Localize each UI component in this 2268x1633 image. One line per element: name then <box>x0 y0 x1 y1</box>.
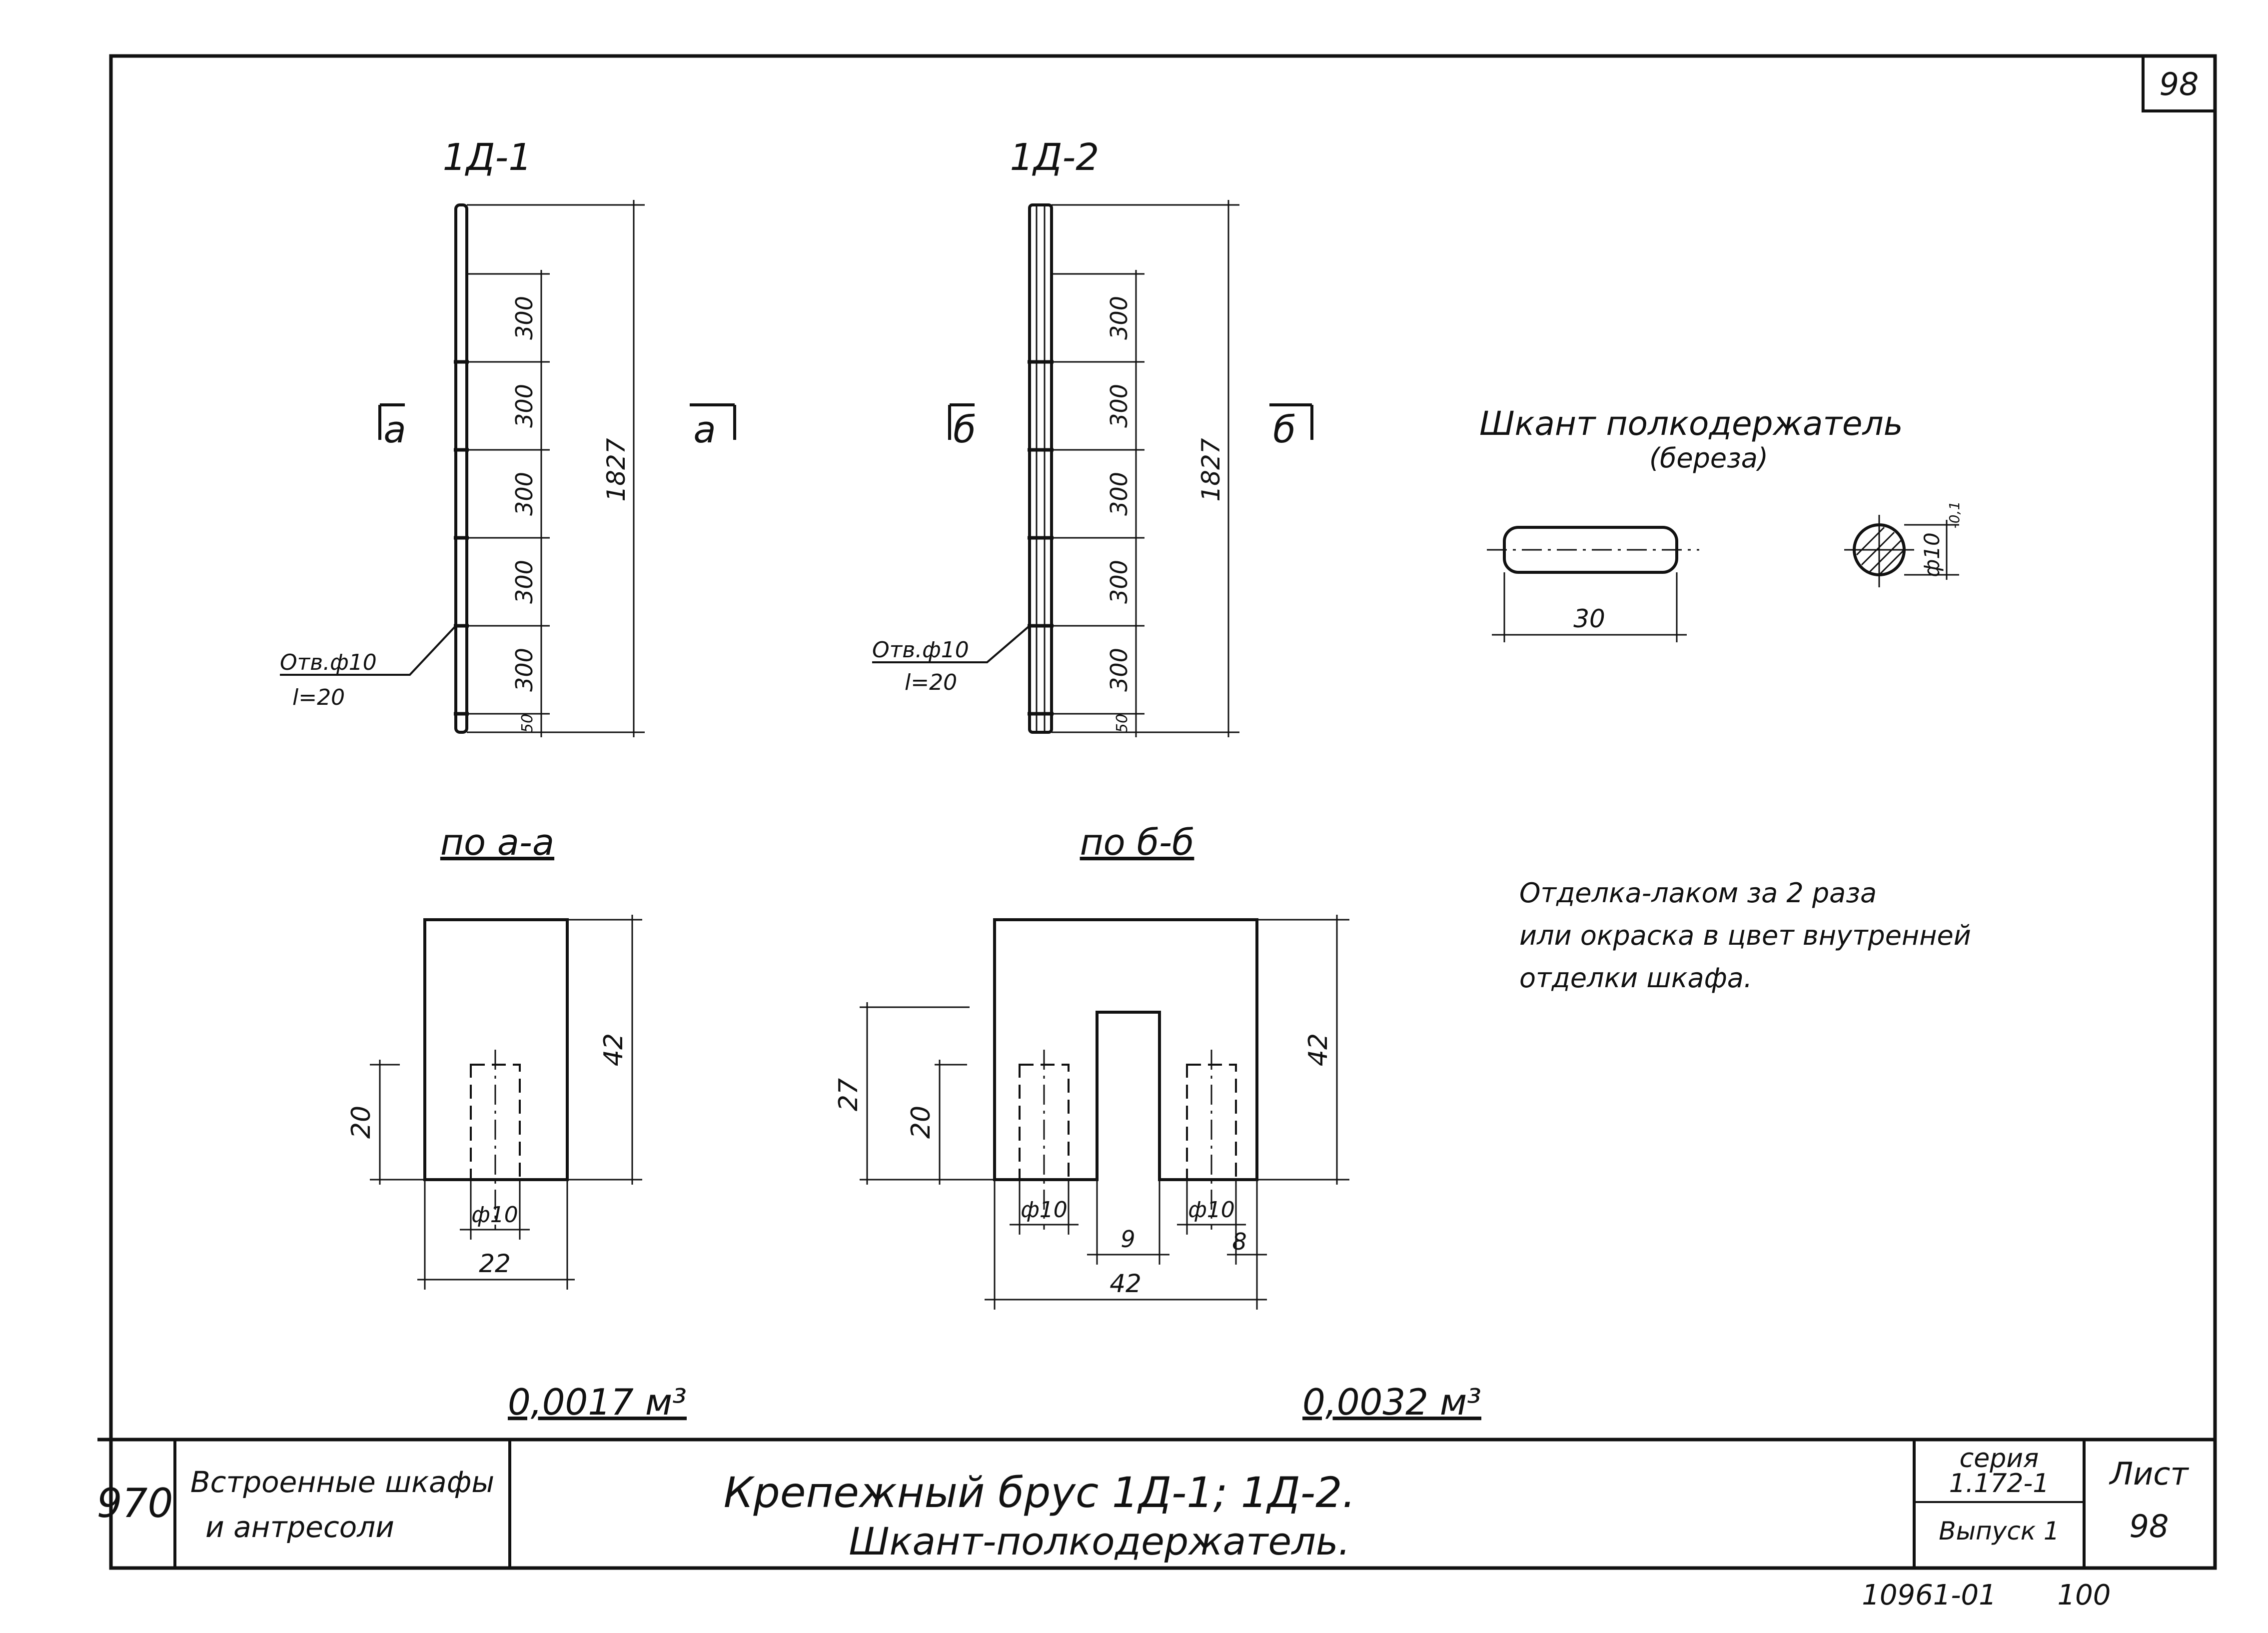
section-b-slot-width: 9 <box>1121 1226 1135 1253</box>
dowel-material: (береза) <box>1649 442 1768 474</box>
drawing-title-1: Крепежный брус 1Д-1; 1Д-2. <box>724 1468 1356 1517</box>
section-b-width: 42 <box>1110 1269 1141 1298</box>
hole-marks-1d2 <box>1028 360 1054 716</box>
extension-lines-1d1 <box>467 200 645 737</box>
section-a-hole-dia: ф10 <box>471 1202 518 1228</box>
dim-1d2-5: 50 <box>1114 714 1131 733</box>
note-line-1: Отделка-лаком за 2 раза <box>1519 877 1877 909</box>
finish-note: Отделка-лаком за 2 раза или окраска в цв… <box>1519 877 1971 994</box>
dim-1d2-3: 300 <box>1106 560 1133 604</box>
dowel-tolerance: -0,1 <box>1946 501 1963 529</box>
section-a-title: по а-а <box>440 821 554 863</box>
dim-1d1-total: 1827 <box>602 438 631 501</box>
bar-1d2-outer <box>1028 203 1053 734</box>
dim-1d2-4: 300 <box>1106 648 1133 692</box>
section-mark-right-1d2-label: б <box>1273 408 1296 451</box>
dowel-dia: ф10 <box>1920 532 1944 577</box>
dowel-title: Шкант полкодержатель <box>1479 404 1903 443</box>
title-code: 970 <box>97 1480 173 1527</box>
dim-1d2-0: 300 <box>1106 296 1133 340</box>
section-mark-left-1d2-label: б <box>953 408 976 451</box>
section-a-volume: 0,0017 м³ <box>508 1381 687 1423</box>
title-block: 970 Встроенные шкафы и антресоли Крепежн… <box>97 1438 2215 1568</box>
section-b: по б-б 42 27 20 ф10 ф10 9 <box>834 821 1481 1423</box>
section-a-height: 42 <box>599 1033 629 1066</box>
section-b-height: 42 <box>1303 1033 1333 1066</box>
detail-1d1: 1Д-1 300 300 300 300 300 50 1827 <box>280 136 736 737</box>
dim-1d1-0: 300 <box>511 296 538 340</box>
section-b-edge: 8 <box>1232 1228 1246 1255</box>
dim-1d1-5: 50 <box>519 714 536 733</box>
section-mark-left-1d1-label: а <box>383 408 406 451</box>
note-line-3: отделки шкафа. <box>1519 962 1752 994</box>
section-b-volume: 0,0032 м³ <box>1302 1381 1481 1423</box>
hole-depth-1d2: l=20 <box>905 670 957 695</box>
section-b-hole-dia-left: ф10 <box>1021 1197 1068 1223</box>
doc-number: 10961-01 <box>1862 1579 1997 1612</box>
dim-1d1-4: 300 <box>511 648 538 692</box>
sheet-frame <box>109 54 2217 1570</box>
dim-1d1-2: 300 <box>511 472 538 516</box>
title-category-2: и антресоли <box>205 1510 394 1544</box>
section-mark-right-1d1-label: а <box>693 408 716 451</box>
dim-1d1-1: 300 <box>511 384 538 428</box>
series-value: 1.172-1 <box>1949 1469 2050 1499</box>
sheet-number-box <box>2142 54 2217 112</box>
bar-1d1 <box>454 203 468 734</box>
section-a-width: 22 <box>479 1249 511 1278</box>
hole-note-1d2: Отв.ф10 <box>872 637 969 663</box>
dim-1d2-total: 1827 <box>1196 438 1225 501</box>
drawing-title-2: Шкант-полкодержатель. <box>849 1519 1350 1564</box>
leader-1d2 <box>872 625 1031 663</box>
section-b-slot-depth: 27 <box>834 1078 864 1111</box>
dim-1d1-3: 300 <box>511 560 538 604</box>
title-category-1: Встроенные шкафы <box>190 1465 494 1499</box>
dowel: Шкант полкодержатель (береза) 30 ф10 -0,… <box>1479 404 1963 642</box>
series-label: серия <box>1960 1444 2039 1474</box>
section-b-hole-dia-right: ф10 <box>1188 1197 1235 1223</box>
section-b-body <box>993 918 1258 1181</box>
section-a-body <box>423 918 569 1181</box>
detail-1d2-label: 1Д-2 <box>1010 136 1100 179</box>
section-b-title: по б-б <box>1080 821 1194 863</box>
sheet-label: Лист <box>2109 1456 2189 1492</box>
dowel-length: 30 <box>1573 604 1605 633</box>
hole-depth-1d1: l=20 <box>292 685 345 710</box>
note-line-2: или окраска в цвет внутренней <box>1519 920 1971 951</box>
sheet-number: 98 <box>2160 66 2199 102</box>
section-a-hole-depth: 20 <box>346 1106 376 1139</box>
section-a: по а-а 42 20 ф10 22 0,0017 м³ <box>346 821 687 1423</box>
section-b-hole-depth: 20 <box>906 1106 936 1139</box>
detail-1d1-label: 1Д-1 <box>443 136 532 179</box>
dim-1d2-2: 300 <box>1106 472 1133 516</box>
leader-1d1 <box>280 625 457 676</box>
sheet-value: 98 <box>2130 1508 2169 1545</box>
extension-lines-1d2 <box>1052 200 1239 737</box>
hole-note-1d1: Отв.ф10 <box>280 650 377 675</box>
detail-1d2: 1Д-2 300 300 300 300 300 50 1827 <box>872 136 1313 737</box>
dim-1d2-1: 300 <box>1106 384 1133 428</box>
hole-marks-1d1 <box>454 360 469 716</box>
issue: Выпуск 1 <box>1939 1517 2059 1546</box>
page-number: 100 <box>2058 1579 2111 1612</box>
